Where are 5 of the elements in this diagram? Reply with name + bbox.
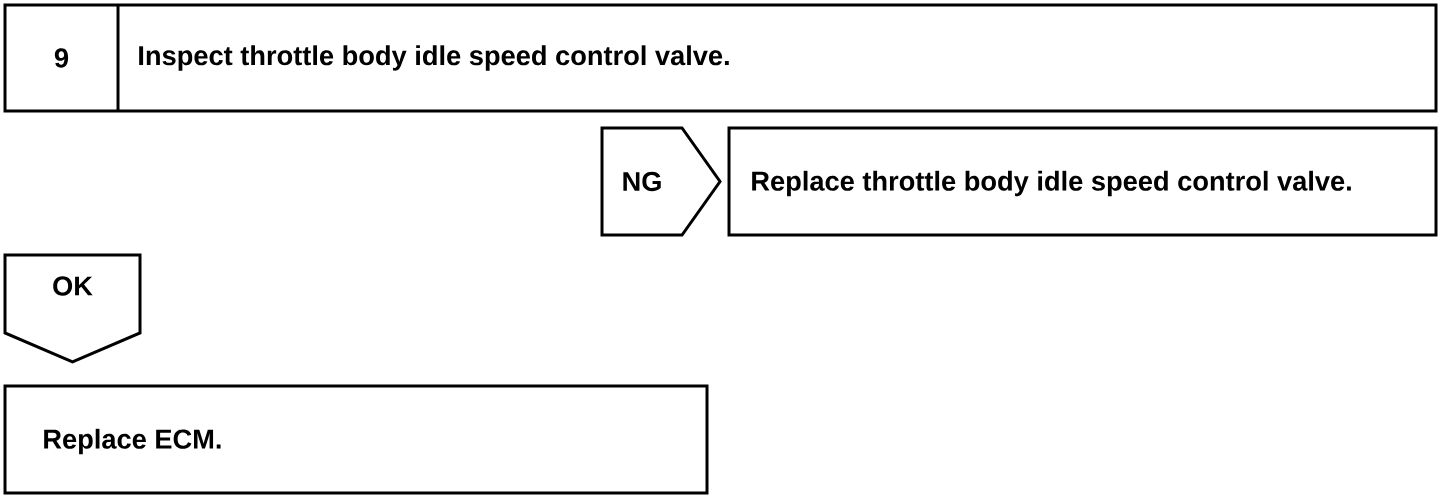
step-box: 9 Inspect throttle body idle speed control valve.	[3, 3, 1438, 113]
result-tab: NG	[600, 126, 722, 237]
action-box: Replace throttle body idle speed control valve.	[727, 126, 1438, 237]
result-tab: OK	[3, 253, 142, 364]
action-box: Replace ECM.	[3, 384, 709, 495]
